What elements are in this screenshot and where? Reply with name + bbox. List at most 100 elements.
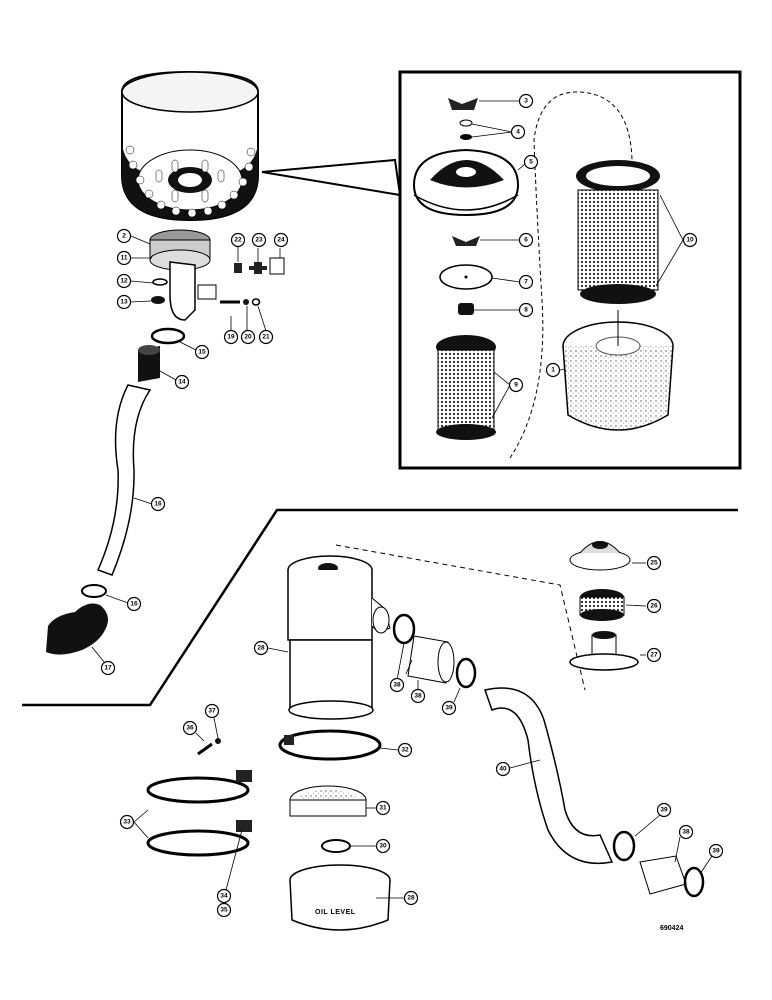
callout-34: 34	[216, 888, 232, 904]
callout-33: 33	[119, 814, 135, 830]
air-cleaner-cap	[121, 70, 259, 222]
callout-38-lower: 38	[678, 824, 694, 840]
svg-text:4: 4	[516, 129, 520, 136]
svg-text:14: 14	[178, 379, 186, 386]
callouts: 3 4 5 6 7 8 9 10 1 2 11 12 13 15 14 16 1…	[100, 93, 724, 918]
callout-17: 17	[100, 660, 116, 676]
callout-38-upper-right: 38	[410, 688, 426, 704]
svg-text:34: 34	[220, 893, 228, 900]
inset-pointer	[261, 158, 402, 197]
svg-text:31: 31	[379, 805, 387, 812]
callout-28-body: 28	[253, 640, 269, 656]
callout-21: 21	[258, 329, 274, 345]
callout-14: 14	[174, 374, 190, 390]
svg-text:17: 17	[104, 665, 112, 672]
svg-text:9: 9	[514, 382, 518, 389]
svg-text:2: 2	[122, 233, 126, 240]
svg-text:38: 38	[393, 682, 401, 689]
svg-text:39: 39	[712, 848, 720, 855]
callout-40: 40	[495, 761, 511, 777]
svg-text:3: 3	[524, 98, 528, 105]
oil-level-label: OIL LEVEL	[315, 909, 356, 916]
callout-1: 1	[545, 362, 561, 378]
svg-text:38: 38	[682, 829, 690, 836]
svg-text:33: 33	[123, 819, 131, 826]
svg-text:30: 30	[379, 843, 387, 850]
svg-text:1: 1	[551, 367, 555, 374]
svg-text:36: 36	[186, 725, 194, 732]
callout-32: 32	[397, 742, 413, 758]
svg-text:38: 38	[414, 693, 422, 700]
callout-2: 2	[116, 228, 132, 244]
callout-15: 15	[194, 344, 210, 360]
inset-parts	[412, 91, 674, 459]
svg-text:26: 26	[650, 603, 658, 610]
callout-6: 6	[518, 232, 534, 248]
callout-39-lower-right: 39	[708, 843, 724, 859]
svg-text:40: 40	[499, 766, 507, 773]
callout-leaders	[91, 100, 713, 899]
svg-text:6: 6	[524, 237, 528, 244]
svg-text:23: 23	[255, 237, 263, 244]
svg-text:25: 25	[650, 560, 658, 567]
callout-4: 4	[510, 124, 526, 140]
svg-text:12: 12	[120, 278, 128, 285]
callout-23: 23	[251, 232, 267, 248]
svg-text:39: 39	[660, 807, 668, 814]
callout-3: 3	[518, 93, 534, 109]
svg-text:28: 28	[257, 645, 265, 652]
callout-25: 25	[646, 555, 662, 571]
callout-27: 27	[646, 647, 662, 663]
callout-19: 19	[223, 329, 239, 345]
callout-13: 13	[116, 294, 132, 310]
callout-31: 31	[375, 800, 391, 816]
callout-10: 10	[682, 232, 698, 248]
callout-7: 7	[518, 274, 534, 290]
callout-16-hose: 16	[150, 496, 166, 512]
svg-text:39: 39	[445, 705, 453, 712]
svg-text:28: 28	[407, 895, 415, 902]
callout-38-upper-left: 38	[389, 677, 405, 693]
svg-text:16: 16	[154, 501, 162, 508]
callout-8: 8	[518, 302, 534, 318]
oil-bath-air-cleaner: OIL LEVEL	[146, 541, 705, 931]
section-divider	[22, 508, 738, 707]
callout-22: 22	[230, 232, 246, 248]
callout-12: 12	[116, 273, 132, 289]
svg-text:8: 8	[524, 307, 528, 314]
callout-39-lower-left: 39	[656, 802, 672, 818]
callout-30: 30	[375, 838, 391, 854]
svg-text:20: 20	[244, 334, 252, 341]
svg-text:27: 27	[650, 652, 658, 659]
svg-text:32: 32	[401, 747, 409, 754]
callout-26: 26	[646, 598, 662, 614]
inset-frame	[398, 70, 742, 470]
intake-elbow-assembly	[46, 229, 285, 655]
callout-39-upper: 39	[441, 700, 457, 716]
callout-35: 35	[216, 902, 232, 918]
callout-9: 9	[508, 377, 524, 393]
svg-text:7: 7	[524, 279, 528, 286]
svg-text:35: 35	[220, 907, 228, 914]
figure-number: 690424	[660, 925, 683, 932]
svg-text:10: 10	[686, 237, 694, 244]
svg-text:15: 15	[198, 349, 206, 356]
callout-20: 20	[240, 329, 256, 345]
callout-37: 37	[204, 703, 220, 719]
svg-text:24: 24	[277, 237, 285, 244]
svg-text:22: 22	[234, 237, 242, 244]
svg-text:19: 19	[227, 334, 235, 341]
svg-text:21: 21	[262, 334, 270, 341]
svg-text:13: 13	[120, 299, 128, 306]
callout-11: 11	[116, 250, 132, 266]
callout-24: 24	[273, 232, 289, 248]
callout-36: 36	[182, 720, 198, 736]
svg-text:11: 11	[121, 255, 128, 262]
svg-text:16: 16	[130, 601, 138, 608]
svg-text:37: 37	[208, 708, 216, 715]
callout-5: 5	[523, 154, 539, 170]
svg-text:5: 5	[529, 159, 533, 166]
callout-16-ring: 16	[126, 596, 142, 612]
callout-28-cup: 28	[403, 890, 419, 906]
